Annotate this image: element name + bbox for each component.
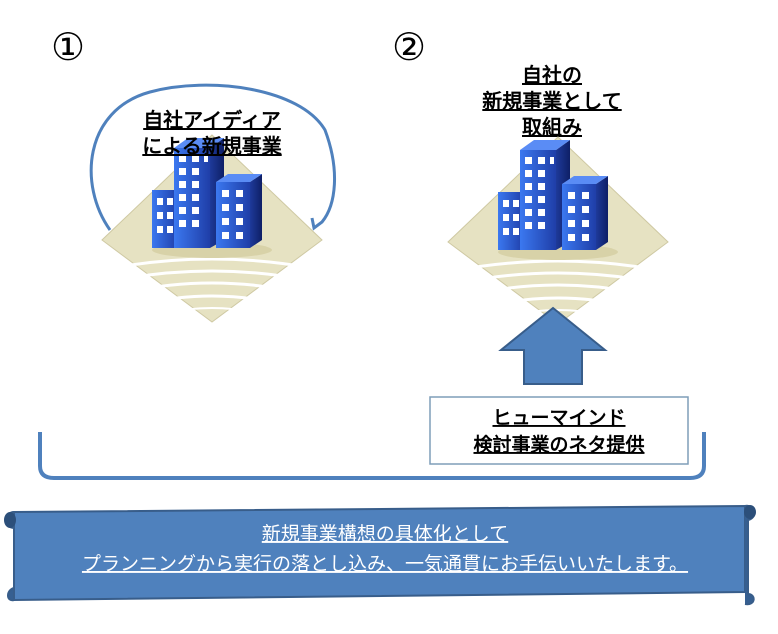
step1-label-line1: 自社アイディア (143, 108, 281, 132)
provider-line1: ヒューマインド (492, 407, 625, 429)
banner-line1: 新規事業構想の具体化として (262, 523, 508, 545)
step2-label-line3: 取組み (522, 115, 582, 139)
scroll-banner (4, 504, 756, 606)
speech-arc (89, 83, 336, 231)
step2-label-line2: 新規事業として (482, 89, 621, 113)
building-illustration-1 (100, 133, 324, 324)
step1-label-line2: による新規事業 (142, 134, 282, 158)
step2-number: ② (392, 25, 426, 69)
step2-label-line1: 自社の (522, 63, 582, 87)
building-illustration-2 (446, 135, 670, 326)
provider-line2: 検討事業のネタ提供 (473, 433, 644, 456)
step1-number: ① (51, 25, 85, 69)
bracket-line (38, 432, 706, 480)
provider-box (429, 396, 689, 465)
up-arrow-icon (498, 306, 608, 385)
banner-line2: プランニングから実行の落とし込み、一気通貫にお手伝いいたします。 (82, 553, 688, 575)
